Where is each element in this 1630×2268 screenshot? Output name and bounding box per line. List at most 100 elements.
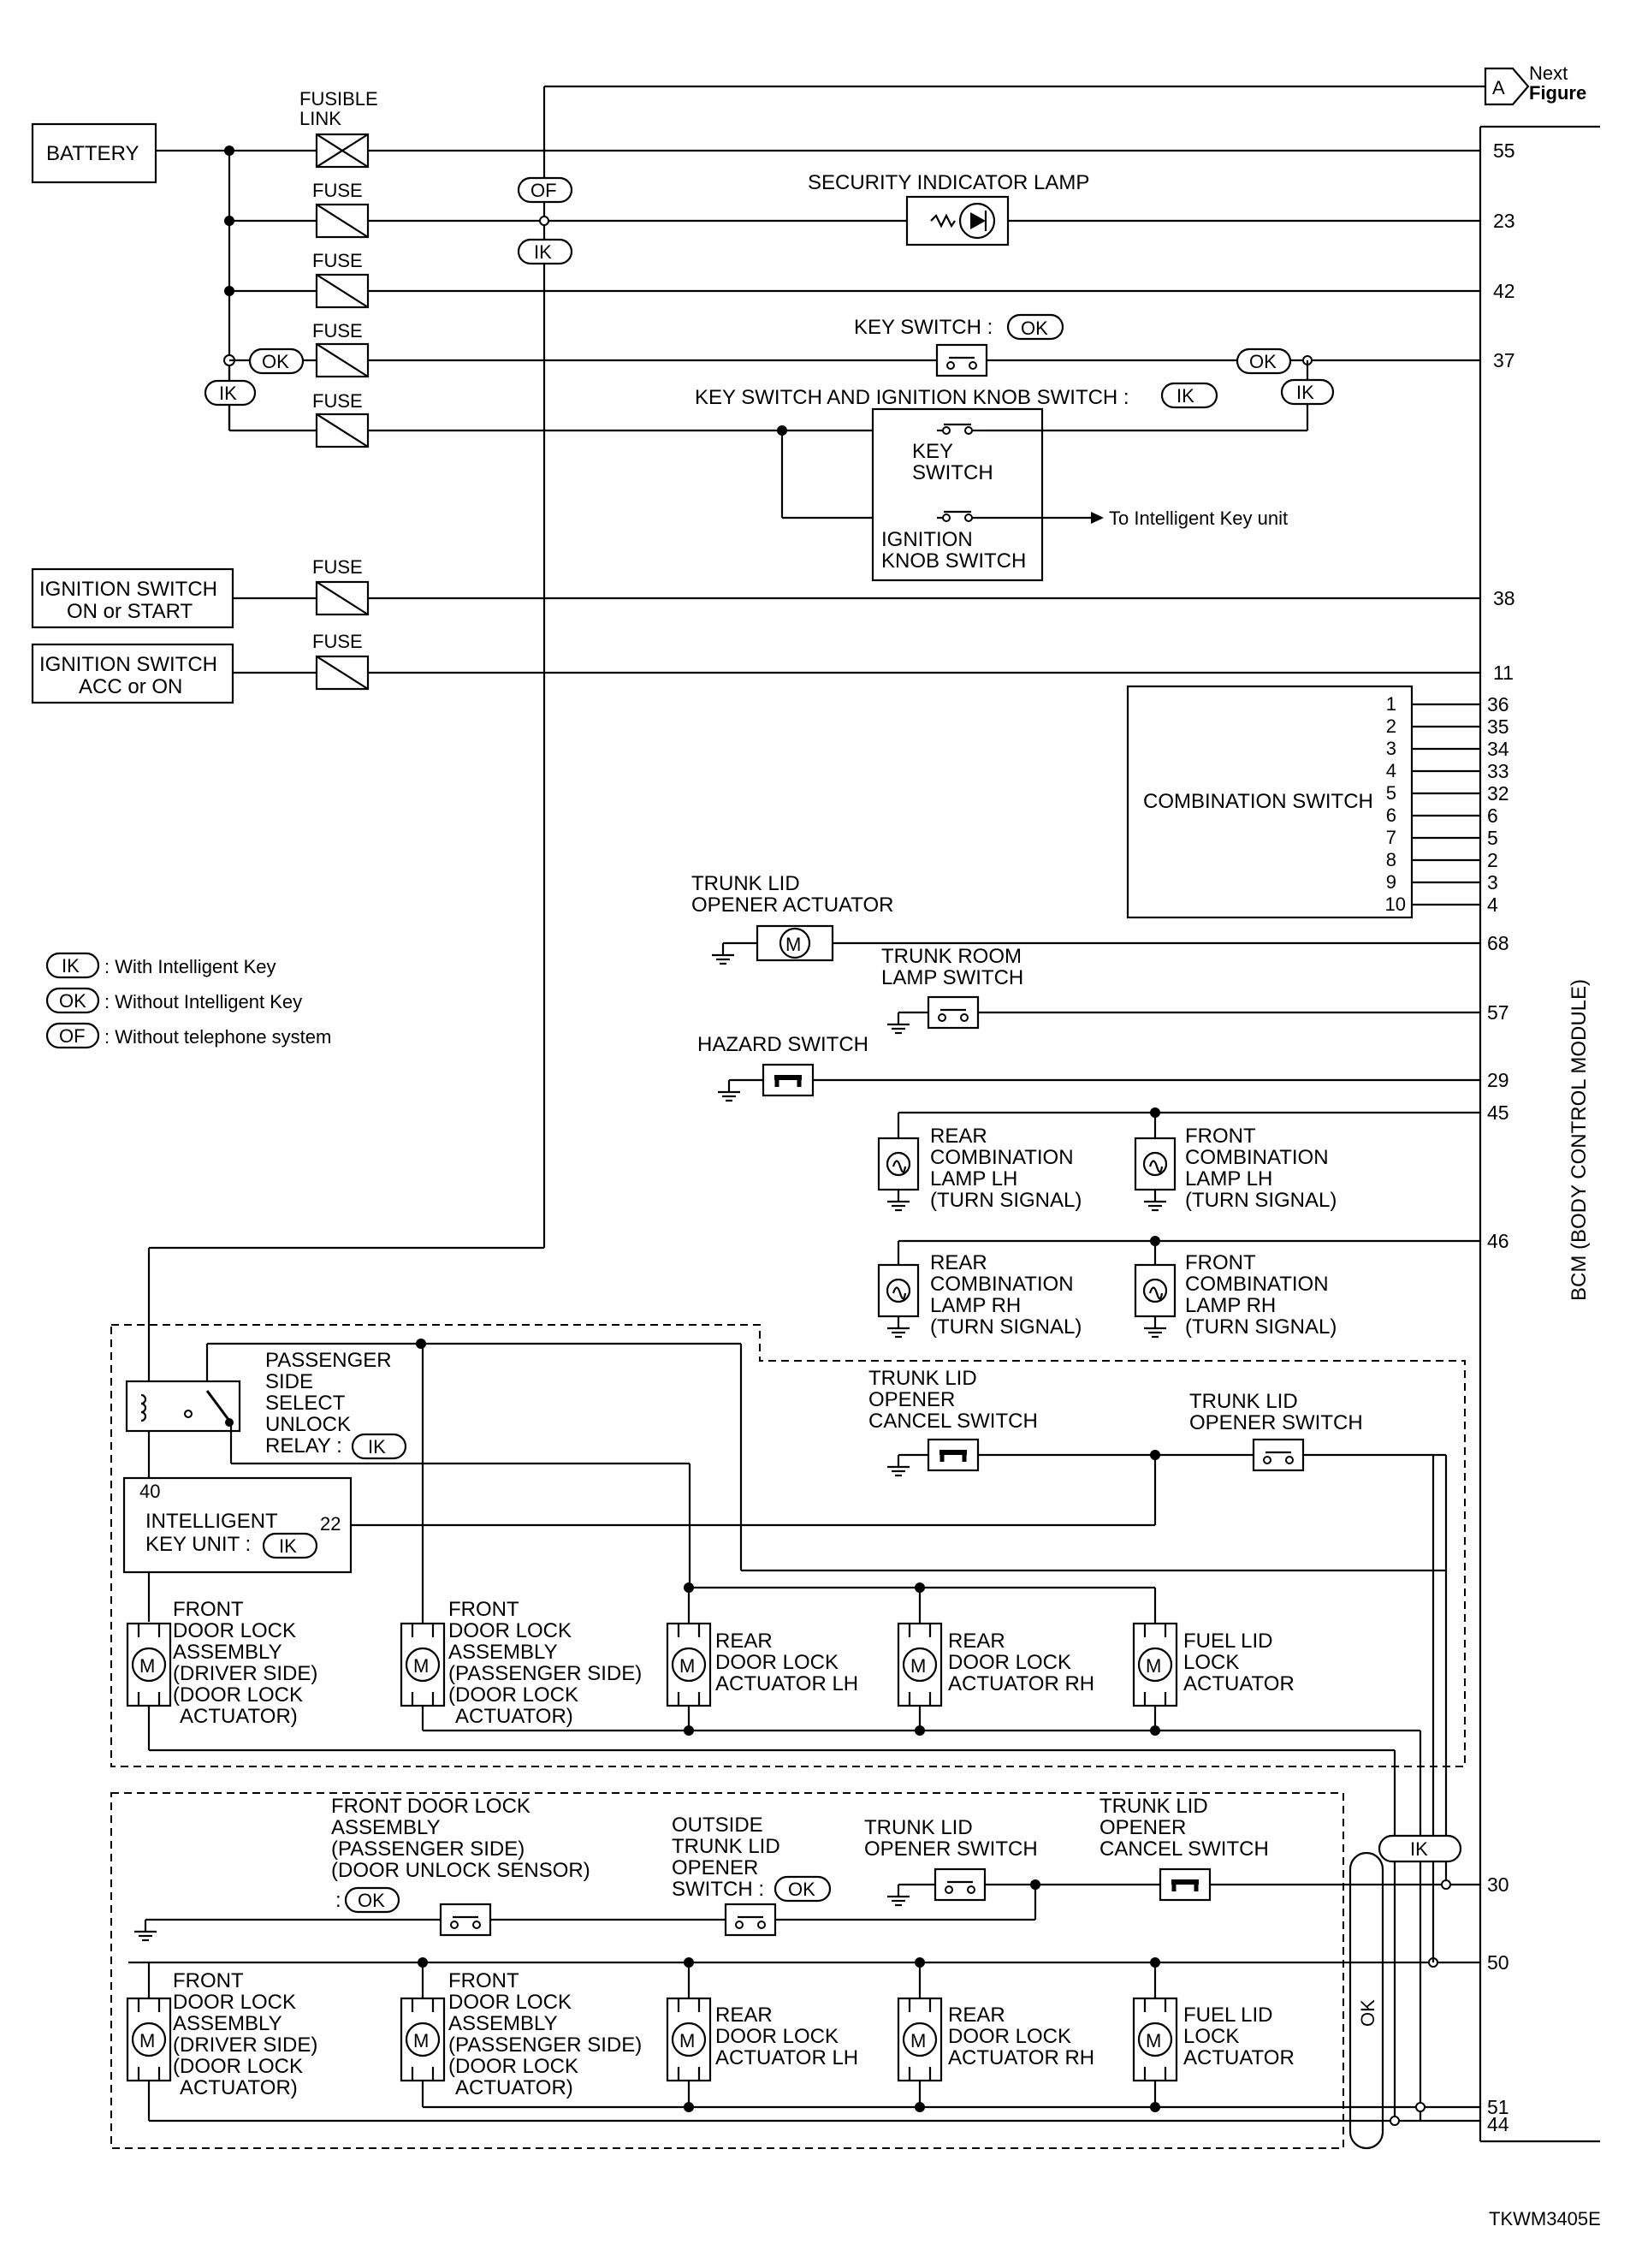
pin-51: 51 — [1487, 2096, 1509, 2118]
rear-comb-lamp-lh-symbol — [877, 1137, 920, 1191]
pin-44: 44 — [1487, 2113, 1509, 2135]
svg-text:4: 4 — [1487, 894, 1498, 916]
svg-text:M: M — [910, 2030, 926, 2051]
svg-text:ACTUATOR): ACTUATOR) — [455, 1705, 573, 1728]
ok-option-capsule — [1348, 1851, 1384, 2150]
svg-text:FUEL LID: FUEL LID — [1183, 1630, 1272, 1653]
key-switch-inner-1: KEY — [912, 440, 953, 463]
pin37-ik-tag — [1280, 378, 1335, 406]
svg-text:DOOR LOCK: DOOR LOCK — [948, 2025, 1071, 2048]
front-comb-lamp-lh-symbol — [1134, 1137, 1177, 1191]
key-switch-ok-symbol — [935, 343, 988, 377]
pin-57: 57 — [1487, 1001, 1509, 1024]
svg-text:REAR: REAR — [948, 1630, 1005, 1653]
svg-text:FRONT: FRONT — [1185, 1125, 1256, 1148]
svg-text:(PASSENGER SIDE): (PASSENGER SIDE) — [331, 1838, 525, 1861]
fusible-link-symbol — [315, 133, 370, 169]
svg-text:FRONT DOOR LOCK: FRONT DOOR LOCK — [331, 1795, 530, 1818]
svg-text:36: 36 — [1487, 693, 1509, 715]
svg-text:REAR: REAR — [930, 1125, 987, 1148]
svg-text:ACTUATOR: ACTUATOR — [1183, 1672, 1295, 1695]
ign-switch-on-box — [31, 567, 234, 629]
svg-text:(TURN SIGNAL): (TURN SIGNAL) — [1185, 1189, 1337, 1212]
svg-text:IK: IK — [368, 1436, 386, 1458]
ign-knob-label-2: KNOB SWITCH — [881, 549, 1026, 573]
svg-text::: : — [335, 1889, 341, 1912]
fusible-label-2: LINK — [299, 108, 341, 129]
svg-text:DOOR LOCK: DOOR LOCK — [448, 1619, 572, 1642]
svg-text:COMBINATION: COMBINATION — [1185, 1146, 1329, 1169]
svg-text:COMBINATION: COMBINATION — [930, 1146, 1074, 1169]
fuse-ik — [315, 413, 370, 448]
svg-text:OUTSIDE: OUTSIDE — [672, 1814, 763, 1837]
pin-23: 23 — [1493, 210, 1515, 232]
ign-on-label-1: IGNITION SWITCH — [39, 578, 217, 601]
ign-on-label-2: ON or START — [67, 600, 193, 623]
svg-text:SIDE: SIDE — [265, 1370, 313, 1393]
svg-text:REAR: REAR — [715, 2004, 773, 2027]
svg-text:33: 33 — [1487, 760, 1509, 782]
trunk-actuator-label-1: TRUNK LID — [691, 872, 800, 895]
svg-text:2: 2 — [1487, 849, 1498, 871]
opener-switch-ok-symbol — [934, 1867, 987, 1902]
svg-text:(DOOR LOCK: (DOOR LOCK — [448, 1683, 578, 1707]
svg-text:10: 10 — [1385, 894, 1406, 915]
svg-text:M: M — [679, 1655, 695, 1677]
svg-text:SWITCH :: SWITCH : — [672, 1878, 764, 1901]
to-ik-unit-label: To Intelligent Key unit — [1109, 508, 1288, 529]
svg-text:OPENER: OPENER — [672, 1856, 758, 1879]
svg-text:DOOR LOCK: DOOR LOCK — [948, 1651, 1071, 1674]
svg-text:OK: OK — [1021, 318, 1048, 339]
pin-46: 46 — [1487, 1230, 1509, 1252]
key-ignition-switch-box — [871, 407, 1044, 582]
key-ign-switch-label: KEY SWITCH AND IGNITION KNOB SWITCH : — [695, 386, 1129, 409]
ign-acc-label-2: ACC or ON — [79, 675, 182, 698]
svg-text:(TURN SIGNAL): (TURN SIGNAL) — [1185, 1315, 1337, 1339]
ik-unit-ik-tag — [262, 1532, 318, 1559]
pin-30: 30 — [1487, 1873, 1509, 1896]
svg-text:5: 5 — [1386, 782, 1396, 804]
next-figure-connector — [1484, 67, 1530, 106]
fuse-label-42: FUSE — [312, 250, 363, 271]
ik-unit-pin-40: 40 — [139, 1481, 160, 1502]
svg-text:8: 8 — [1386, 849, 1396, 870]
svg-text:OK: OK — [262, 351, 289, 372]
svg-text:6: 6 — [1386, 804, 1396, 826]
svg-text:ACTUATOR): ACTUATOR) — [455, 2076, 573, 2099]
svg-text:ASSEMBLY: ASSEMBLY — [331, 1816, 441, 1839]
opener-switch-ik-symbol — [1252, 1438, 1305, 1472]
svg-text:M: M — [1146, 1655, 1161, 1677]
ik-unit-label-1: INTELLIGENT — [145, 1510, 278, 1533]
svg-text:OF: OF — [530, 180, 557, 201]
fuse-label-11: FUSE — [312, 631, 363, 652]
legend: IK : With Intelligent Key OK : Without I… — [45, 952, 331, 1049]
svg-text:CANCEL SWITCH: CANCEL SWITCH — [1100, 1838, 1269, 1861]
svg-text:M: M — [413, 1655, 429, 1677]
svg-text:5: 5 — [1487, 827, 1498, 849]
key-switch-inner-2: SWITCH — [912, 461, 993, 484]
svg-text:IK: IK — [62, 955, 80, 977]
fuse-ok-tag — [248, 347, 305, 375]
svg-text:SELECT: SELECT — [265, 1392, 346, 1415]
svg-text:2: 2 — [1386, 715, 1396, 737]
svg-text:IK: IK — [219, 383, 237, 404]
figure-code: TKWM3405E — [1489, 2208, 1601, 2229]
svg-text:IK: IK — [1296, 382, 1314, 403]
fuse-ik-tag — [204, 379, 257, 407]
svg-text:RELAY :: RELAY : — [265, 1434, 342, 1458]
svg-text:ASSEMBLY: ASSEMBLY — [448, 1641, 558, 1664]
svg-text:: Without Intelligent Key: : Without Intelligent Key — [104, 991, 302, 1012]
svg-text:LAMP LH: LAMP LH — [1185, 1167, 1272, 1190]
svg-text:M: M — [413, 2030, 429, 2051]
svg-text:(PASSENGER SIDE): (PASSENGER SIDE) — [448, 1662, 642, 1685]
fuse-label-37: FUSE — [312, 320, 363, 341]
pin-29: 29 — [1487, 1069, 1509, 1091]
